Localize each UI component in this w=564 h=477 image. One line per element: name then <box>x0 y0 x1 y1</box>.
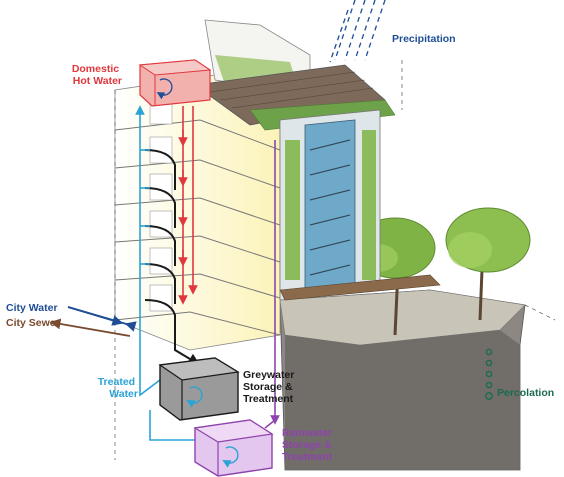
treated-water-label: Treated Water <box>98 376 138 400</box>
rainwater-tank <box>195 420 272 476</box>
precipitation-rain <box>330 0 385 62</box>
greywater-tank <box>160 358 238 420</box>
precipitation-label: Precipitation <box>392 33 456 45</box>
rainwater-label: Rainwater Storage & Treatment <box>282 427 335 463</box>
greywater-line-3: Treatment <box>243 393 294 405</box>
greywater-line-1: Greywater <box>243 369 294 381</box>
city-water-label: City Water <box>6 302 58 314</box>
greywater-label: Greywater Storage & Treatment <box>243 369 297 405</box>
greywater-line-2: Storage & <box>243 381 293 393</box>
hot-water-tank <box>140 60 210 106</box>
rainwater-line-1: Rainwater <box>282 427 332 439</box>
treated-water-line-2: Water <box>109 388 138 400</box>
domestic-hot-water-line-2: Hot Water <box>73 75 122 87</box>
rainwater-line-3: Treatment <box>282 451 333 463</box>
domestic-hot-water-line-1: Domestic <box>72 63 119 75</box>
treated-water-line-1: Treated <box>98 376 135 388</box>
city-sewer-pipe <box>55 323 130 336</box>
rainwater-line-2: Storage & <box>282 439 332 451</box>
percolation-label: Percolation <box>497 387 554 399</box>
domestic-hot-water-label: Domestic Hot Water <box>72 63 122 87</box>
city-sewer-label: City Sewer <box>6 317 60 329</box>
